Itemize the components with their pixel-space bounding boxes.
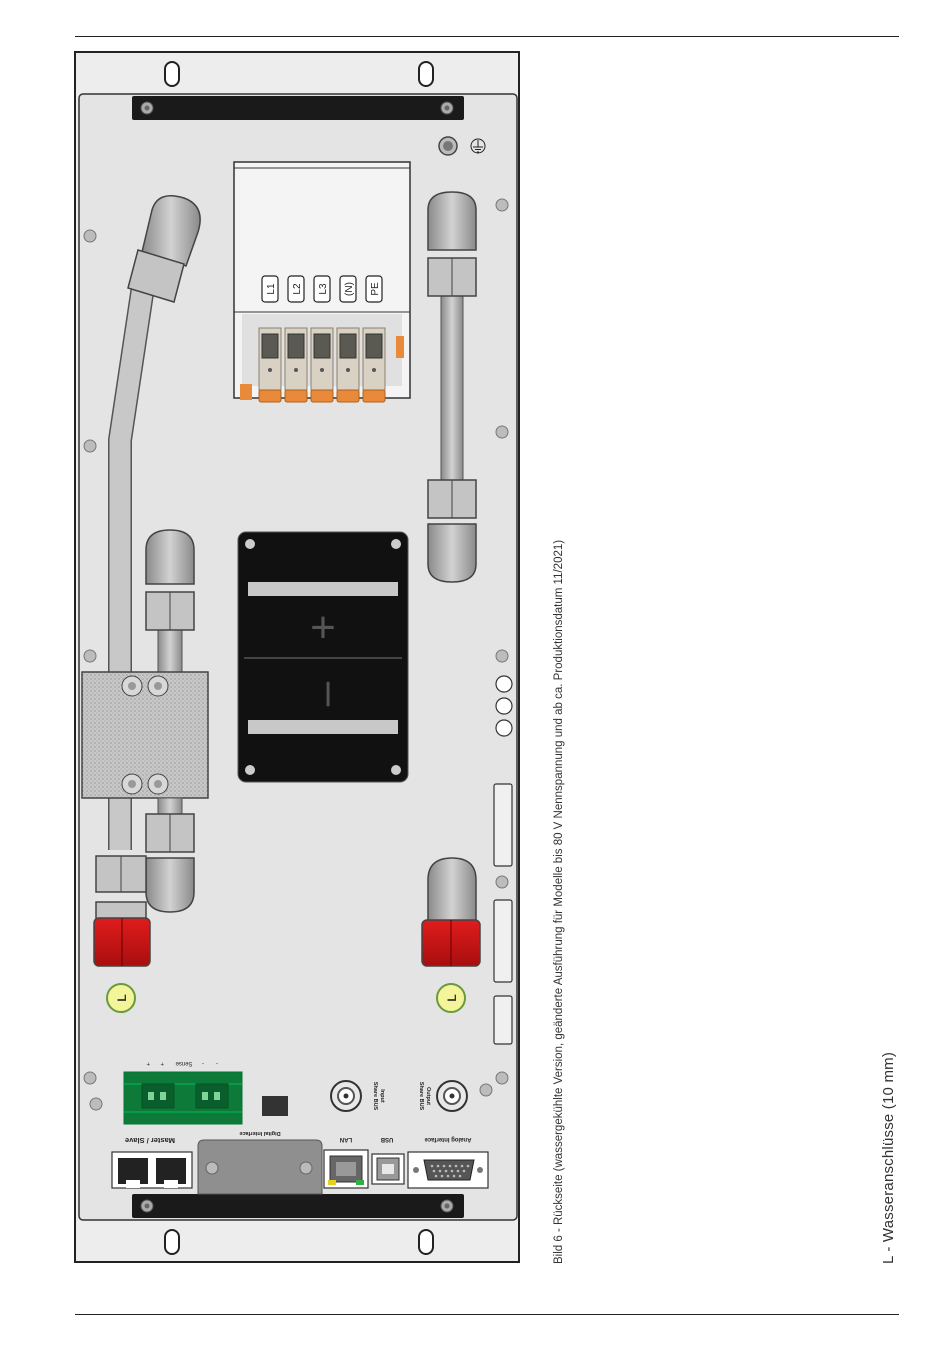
svg-text:Analog Interface: Analog Interface (424, 1136, 472, 1142)
rear-panel-figure: L1 L2 L3 (N) PE (74, 50, 522, 1264)
status-led-square (262, 1096, 288, 1116)
svg-text:-: - (202, 1060, 204, 1066)
terminal-l1: L1 (259, 276, 281, 402)
dc-output-terminal: + – (238, 532, 408, 782)
svg-text:LAN: LAN (340, 1136, 352, 1142)
svg-text:Output: Output (425, 1087, 431, 1105)
water-marker-right: L (437, 984, 465, 1012)
expansion-slots (494, 784, 512, 1044)
svg-text:Input: Input (379, 1089, 385, 1103)
digital-interface-slot: Digital Interface (198, 1130, 322, 1194)
figure-caption: Bild 6 - Rückseite (wassergekühlte Versi… (553, 540, 565, 1264)
terminal-label: PE (370, 282, 381, 296)
svg-text:Share BUS: Share BUS (418, 1082, 424, 1111)
svg-text:USB: USB (380, 1136, 393, 1142)
terminal-l2: L2 (285, 276, 307, 402)
terminal-pe: PE (363, 276, 385, 402)
svg-text:Share BUS: Share BUS (372, 1082, 378, 1111)
terminal-n: (N) (337, 276, 359, 402)
svg-text:+: + (160, 1060, 164, 1066)
svg-text:-: - (216, 1060, 218, 1066)
svg-text:+: + (146, 1060, 150, 1066)
svg-text:L: L (445, 994, 459, 1001)
right-water-connector (422, 858, 480, 966)
svg-text:Digital Interface: Digital Interface (239, 1130, 280, 1136)
status-leds (496, 676, 512, 736)
water-marker-left: L (107, 984, 135, 1012)
header-rule (75, 36, 899, 37)
svg-text:Sense: Sense (175, 1060, 193, 1066)
terminal-slots: L1 L2 L3 (N) PE (259, 276, 385, 402)
terminal-label: (N) (344, 282, 355, 296)
svg-text:Master / Slave: Master / Slave (125, 1136, 175, 1145)
figure-legend: L - Wasseranschlüsse (10 mm) (880, 1052, 897, 1264)
terminal-label: L1 (266, 283, 277, 295)
terminal-label: L2 (292, 283, 303, 295)
dc-plus-label: + (310, 603, 336, 652)
svg-text:L: L (115, 994, 129, 1001)
footer-rule (75, 1314, 899, 1315)
terminal-l3: L3 (311, 276, 333, 402)
terminal-label: L3 (318, 283, 329, 295)
share-bus-input: Share BUS Input (331, 1081, 385, 1111)
dc-minus-label: – (300, 681, 349, 706)
